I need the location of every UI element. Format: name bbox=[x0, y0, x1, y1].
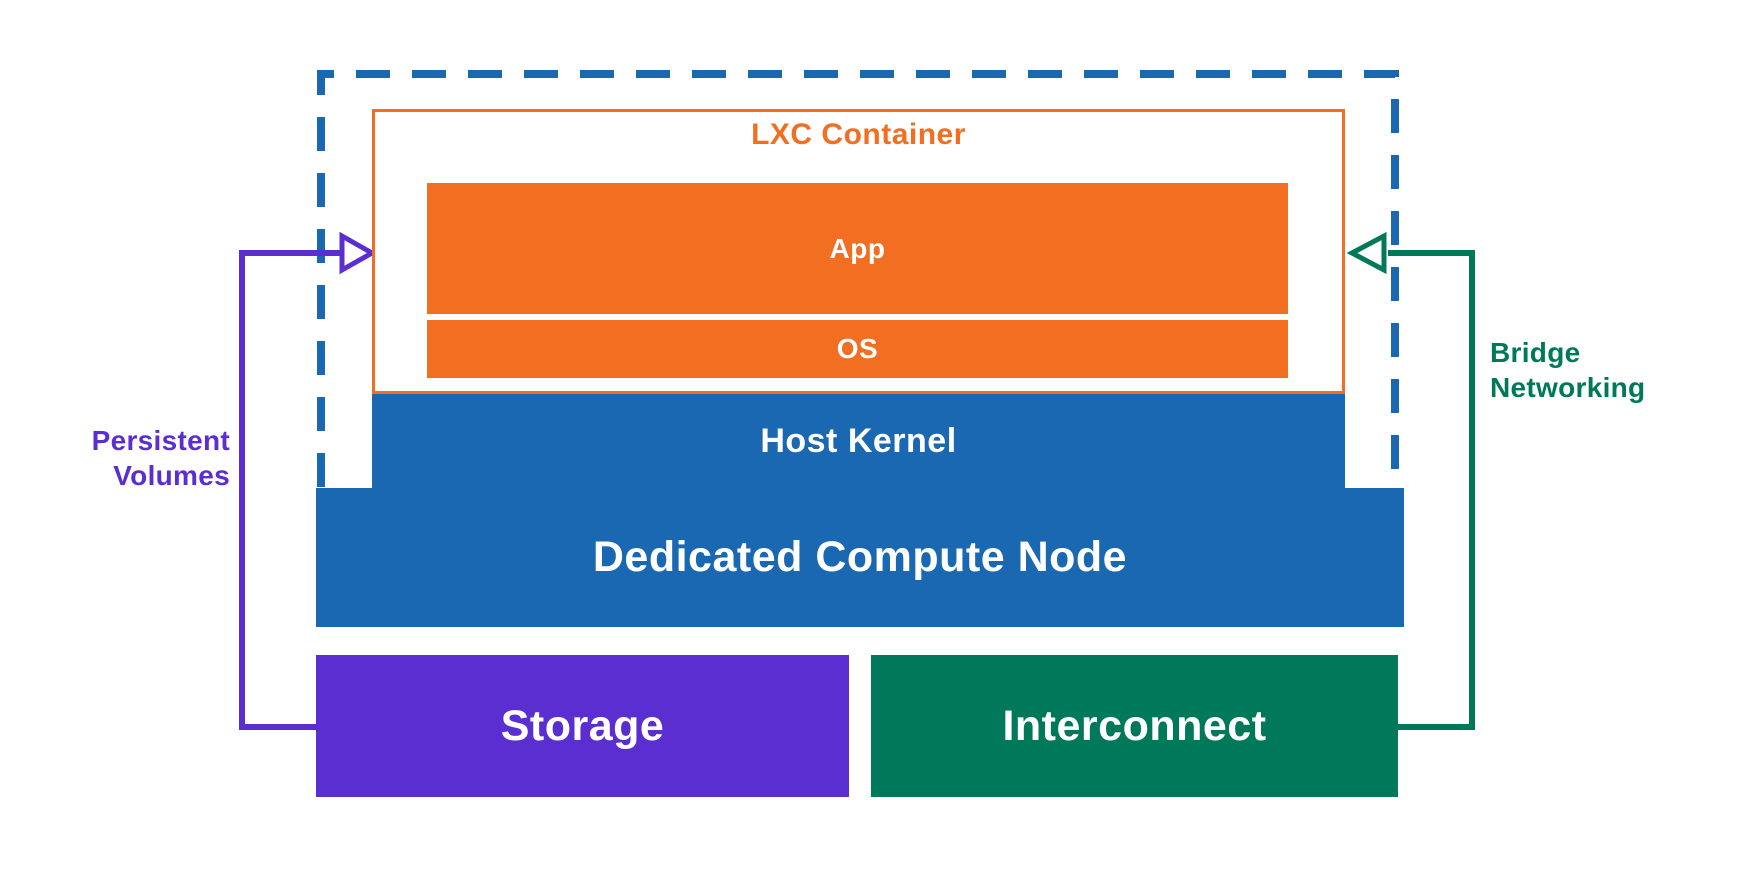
bridge-networking-arrowhead-icon bbox=[1346, 231, 1387, 275]
interconnect-box: Interconnect bbox=[871, 655, 1398, 797]
compute-node-label: Dedicated Compute Node bbox=[592, 533, 1128, 581]
lxc-container-label: LXC Container bbox=[751, 118, 966, 151]
app-label: App bbox=[829, 232, 886, 264]
interconnect-label: Interconnect bbox=[1002, 701, 1267, 750]
host-kernel-label: Host Kernel bbox=[760, 421, 957, 460]
storage-label: Storage bbox=[500, 701, 665, 750]
os-box: OS bbox=[427, 320, 1288, 378]
app-box: App bbox=[427, 183, 1288, 314]
storage-box: Storage bbox=[316, 655, 849, 797]
persistent-volumes-arrowhead-icon bbox=[339, 231, 378, 275]
persistent-volumes-label: Persistent Volumes bbox=[91, 425, 230, 491]
compute-node-box: Dedicated Compute Node bbox=[316, 488, 1404, 627]
bridge-networking-label: Bridge Networking bbox=[1490, 337, 1646, 403]
host-kernel-bar: Host Kernel bbox=[372, 394, 1345, 488]
os-label: OS bbox=[836, 333, 879, 364]
